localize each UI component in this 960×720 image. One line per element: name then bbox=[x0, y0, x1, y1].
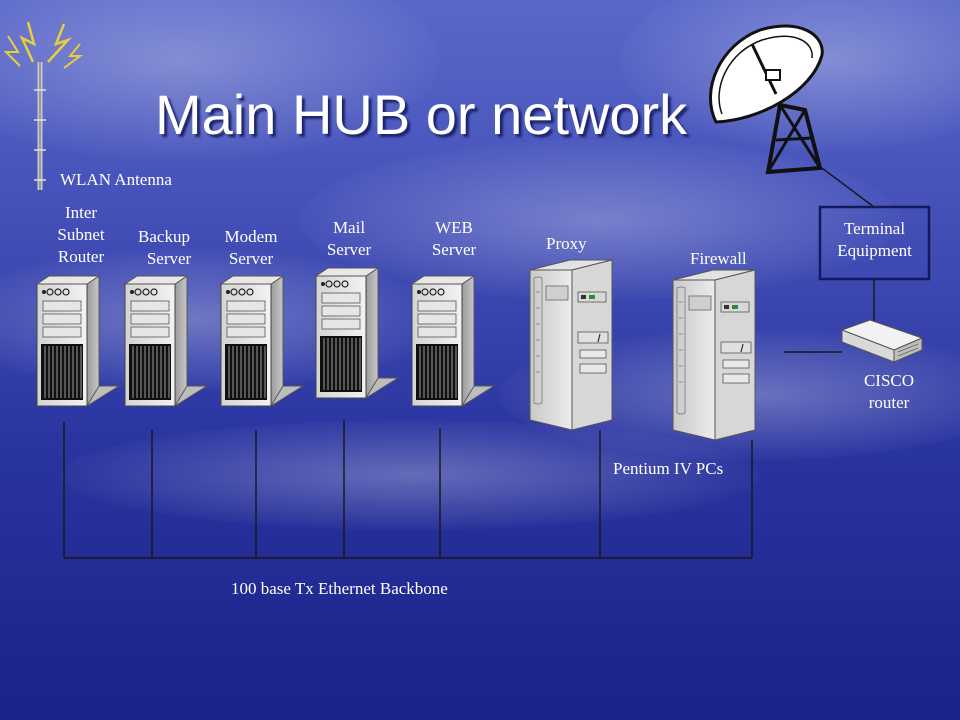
web-server-label: WEB Server bbox=[431, 218, 477, 259]
server-tower-icon bbox=[36, 275, 120, 407]
satellite-dish-icon bbox=[709, 24, 824, 175]
inter-subnet-router-label: Inter Subnet Router bbox=[57, 203, 105, 266]
pentium-pcs-label: Pentium IV PCs bbox=[613, 459, 724, 478]
firewall-label: Firewall bbox=[690, 249, 747, 268]
backbone-label: 100 base Tx Ethernet Backbone bbox=[231, 579, 448, 598]
cisco-router-label: CISCO router bbox=[863, 371, 915, 412]
desktop-pc-icon bbox=[529, 259, 613, 431]
server-tower-icon bbox=[220, 275, 304, 407]
server-tower-icon bbox=[411, 275, 495, 407]
network-lines bbox=[63, 167, 875, 559]
server-tower-icon bbox=[315, 267, 399, 399]
backup-server-label: Backup Server bbox=[138, 227, 192, 268]
cisco-router-icon bbox=[840, 319, 924, 363]
desktop-pc-icon bbox=[672, 269, 756, 441]
wlan-antenna-label: WLAN Antenna bbox=[60, 170, 172, 189]
modem-server-label: Modem Server bbox=[224, 227, 278, 268]
terminal-equipment-label: Terminal Equipment bbox=[837, 219, 912, 260]
server-tower-icon bbox=[124, 275, 208, 407]
antenna-icon bbox=[3, 21, 83, 190]
mail-server-label: Mail Server bbox=[326, 218, 372, 259]
proxy-label: Proxy bbox=[546, 234, 587, 253]
slide-title: Main HUB or network bbox=[155, 83, 688, 146]
